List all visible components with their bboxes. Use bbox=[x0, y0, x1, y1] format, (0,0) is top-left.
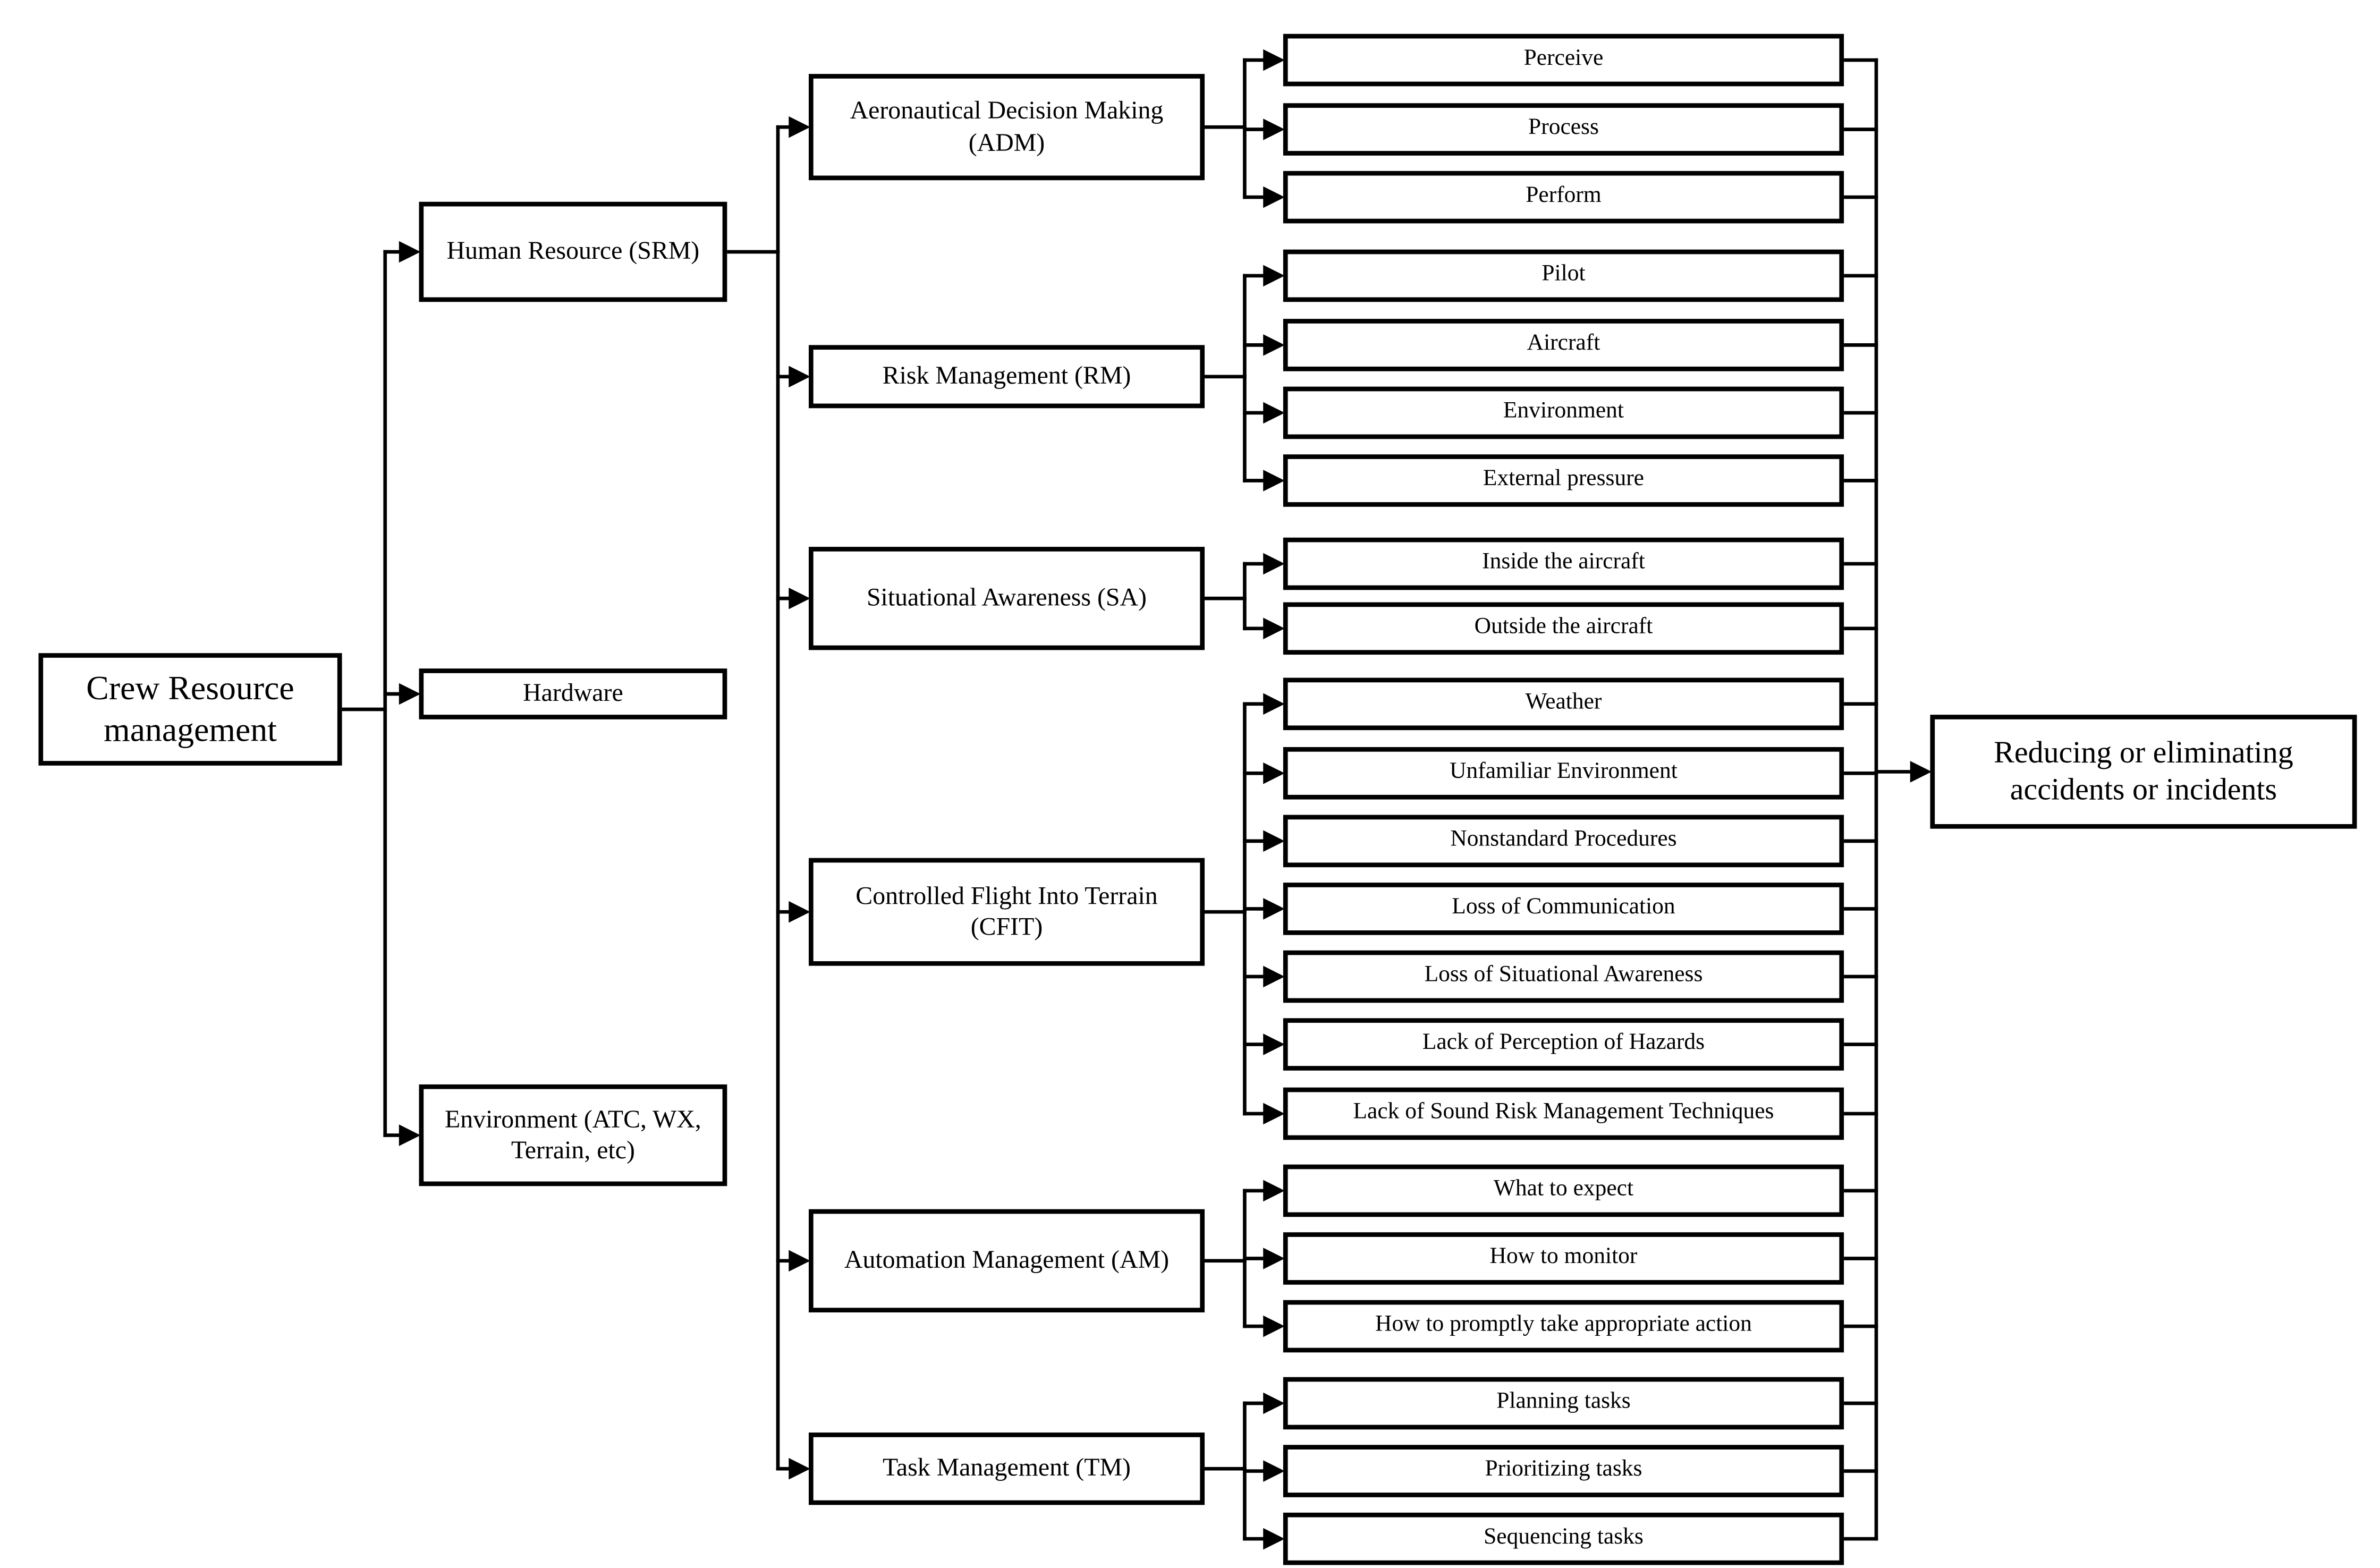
node-unfamiliar-environment: Unfamiliar Environment bbox=[1283, 747, 1844, 800]
node-hardware: Hardware bbox=[419, 668, 727, 719]
node-lack-of-sound-risk-management-techniques: Lack of Sound Risk Management Techniques bbox=[1283, 1087, 1844, 1140]
node-situational-awareness-sa: Situational Awareness (SA) bbox=[808, 547, 1205, 650]
node-weather: Weather bbox=[1283, 677, 1844, 731]
node-planning-tasks: Planning tasks bbox=[1283, 1377, 1844, 1430]
node-pilot: Pilot bbox=[1283, 249, 1844, 302]
node-task-management-tm: Task Management (TM) bbox=[808, 1433, 1205, 1505]
node-external-pressure: External pressure bbox=[1283, 454, 1844, 507]
node-how-to-promptly-take-appropriate-action: How to promptly take appropriate action bbox=[1283, 1300, 1844, 1353]
node-loss-of-situational-awareness: Loss of Situational Awareness bbox=[1283, 950, 1844, 1003]
node-loss-of-communication: Loss of Communication bbox=[1283, 883, 1844, 935]
node-perceive: Perceive bbox=[1283, 33, 1844, 87]
node-how-to-monitor: How to monitor bbox=[1283, 1232, 1844, 1285]
node-crew-resource-management: Crew Resource management bbox=[38, 653, 342, 766]
node-reducing-or-eliminating-accidents-or-incidents: Reducing or eliminating accidents or inc… bbox=[1930, 715, 2357, 829]
node-prioritizing-tasks: Prioritizing tasks bbox=[1283, 1445, 1844, 1497]
node-aeronautical-decision-making-adm: Aeronautical Decision Making (ADM) bbox=[808, 74, 1205, 181]
node-outside-the-aircraft: Outside the aircraft bbox=[1283, 602, 1844, 655]
node-risk-management-rm: Risk Management (RM) bbox=[808, 345, 1205, 409]
node-nonstandard-procedures: Nonstandard Procedures bbox=[1283, 815, 1844, 868]
node-environment: Environment bbox=[1283, 386, 1844, 439]
node-inside-the-aircraft: Inside the aircraft bbox=[1283, 537, 1844, 590]
node-automation-management-am: Automation Management (AM) bbox=[808, 1209, 1205, 1312]
node-aircraft: Aircraft bbox=[1283, 319, 1844, 371]
node-environment-atc-wx-terrain-etc: Environment (ATC, WX, Terrain, etc) bbox=[419, 1084, 727, 1186]
node-lack-of-perception-of-hazards: Lack of Perception of Hazards bbox=[1283, 1018, 1844, 1071]
node-human-resource-srm: Human Resource (SRM) bbox=[419, 201, 727, 302]
node-sequencing-tasks: Sequencing tasks bbox=[1283, 1512, 1844, 1565]
node-what-to-expect: What to expect bbox=[1283, 1164, 1844, 1217]
node-process: Process bbox=[1283, 103, 1844, 156]
node-controlled-flight-into-terrain-cfit: Controlled Flight Into Terrain (CFIT) bbox=[808, 858, 1205, 966]
node-perform: Perform bbox=[1283, 171, 1844, 224]
